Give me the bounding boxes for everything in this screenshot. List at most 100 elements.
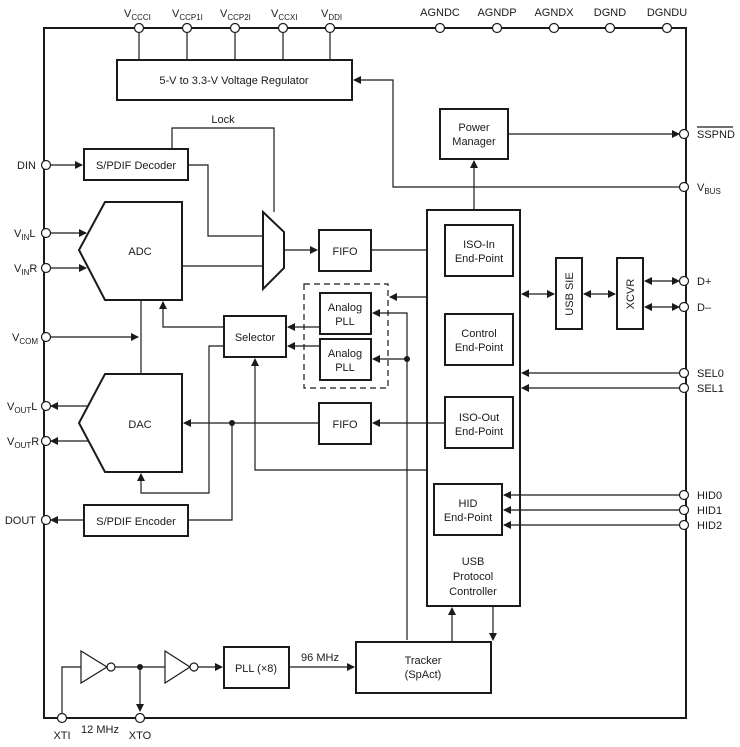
pin-sel0: SEL0 (678, 367, 724, 380)
svg-text:AGNDP: AGNDP (477, 7, 516, 19)
vbus-to-regulator-wire (353, 76, 681, 188)
spdif-decoder-block: S/PDIF Decoder (83, 148, 189, 181)
pin-vccp1i: VCCP1I (172, 8, 203, 60)
pin-din: DIN (17, 159, 52, 172)
pll-x8-block: PLL (×8) (223, 646, 290, 689)
svg-text:Selector: Selector (235, 332, 276, 344)
svg-text:Manager: Manager (452, 136, 496, 148)
pin-vbus: VBUS (678, 181, 721, 196)
svg-text:PLL: PLL (335, 316, 355, 328)
pin-sel1: SEL1 (678, 382, 724, 395)
pin-sspnd: SSPND (678, 126, 735, 141)
svg-text:(SpAct): (SpAct) (405, 669, 442, 681)
svg-text:HID0: HID0 (697, 490, 722, 502)
pin-dgnd: DGND (594, 7, 626, 34)
svg-text:USB SIE: USB SIE (564, 272, 576, 315)
svg-text:VOUTR: VOUTR (7, 436, 39, 450)
svg-text:HID2: HID2 (697, 520, 722, 532)
svg-text:DOUT: DOUT (5, 515, 36, 527)
fifo-in-block: FIFO (318, 229, 372, 272)
svg-text:Controller: Controller (449, 586, 497, 598)
buffer-inverter (164, 649, 192, 685)
svg-text:DGND: DGND (594, 7, 626, 19)
bottom-pins: XTI XTO 12 MHz (53, 712, 152, 742)
svg-text:USB: USB (462, 556, 485, 568)
pin-vinl: VINL (14, 227, 52, 242)
svg-text:End-Point: End-Point (444, 512, 492, 524)
oscillator-inverter (80, 649, 109, 685)
control-endpoint-block: Control End-Point (444, 313, 514, 366)
pin-hid2: HID2 (678, 519, 722, 532)
junction-dot (404, 356, 410, 362)
svg-text:VCCP1I: VCCP1I (172, 8, 203, 22)
svg-text:End-Point: End-Point (455, 253, 503, 265)
svg-text:VBUS: VBUS (697, 182, 721, 196)
iso-in-endpoint-block: ISO-In End-Point (444, 224, 514, 277)
svg-text:5-V to 3.3-V Voltage Regulator: 5-V to 3.3-V Voltage Regulator (159, 75, 309, 87)
pin-xto: XTO (129, 712, 152, 742)
power-manager-block: Power Manager (439, 108, 509, 160)
left-pins: DIN VINL VINR VCOM VOUTL VOUTR DOUT (5, 159, 52, 527)
svg-text:VCOM: VCOM (12, 332, 38, 346)
svg-text:SEL0: SEL0 (697, 368, 724, 380)
pll-freq-label: 96 MHz (301, 652, 339, 664)
selector-to-dac-wire (137, 345, 224, 494)
selector-to-adc-wire (159, 301, 224, 328)
controller-to-selector-wire (251, 358, 427, 471)
svg-text:FIFO: FIFO (332, 246, 357, 258)
power-pins: VCCCI VCCP1I VCCP2I VCCXI VDDI (124, 8, 342, 60)
svg-text:VINL: VINL (14, 228, 35, 242)
svg-text:D–: D– (697, 302, 712, 314)
svg-text:XTI: XTI (53, 730, 70, 742)
svg-text:DGNDU: DGNDU (647, 7, 687, 19)
ground-pins: AGNDC AGNDP AGNDX DGND DGNDU (420, 7, 687, 34)
tracker-block: Tracker (SpAct) (355, 641, 492, 694)
svg-text:ISO-Out: ISO-Out (459, 412, 499, 424)
inverter-bubble (106, 662, 116, 672)
pin-agndc: AGNDC (420, 7, 460, 34)
pin-vcom: VCOM (12, 331, 52, 346)
dac-block: DAC (77, 373, 183, 473)
svg-text:ISO-In: ISO-In (463, 239, 495, 251)
lock-label: Lock (211, 114, 235, 126)
xcvr-block: XCVR (616, 257, 644, 330)
input-mux (262, 209, 285, 292)
adc-block: ADC (77, 201, 183, 301)
svg-text:Tracker: Tracker (405, 655, 442, 667)
svg-text:AGNDC: AGNDC (420, 7, 460, 19)
svg-text:XCVR: XCVR (625, 279, 637, 310)
pin-hid0: HID0 (678, 489, 722, 502)
spdif-encoder-block: S/PDIF Encoder (83, 504, 189, 537)
svg-text:VCCXI: VCCXI (271, 8, 297, 22)
decoder-to-mux-wire (188, 164, 263, 237)
svg-text:HID: HID (459, 498, 478, 510)
svg-text:AGNDX: AGNDX (534, 7, 574, 19)
pin-dminus: D– (678, 301, 712, 314)
svg-text:PLL: PLL (335, 362, 355, 374)
svg-text:VCCP2I: VCCP2I (220, 8, 251, 22)
analog-pll-1-block: Analog PLL (319, 292, 372, 335)
right-pins: SSPND VBUS D+ D– SEL0 SEL1 HID0 HID1 HID… (678, 126, 735, 532)
svg-text:ADC: ADC (128, 246, 151, 258)
svg-text:S/PDIF Encoder: S/PDIF Encoder (96, 516, 176, 528)
pin-voutl: VOUTL (7, 400, 52, 415)
pin-vccp2i: VCCP2I (220, 8, 251, 60)
svg-text:End-Point: End-Point (455, 426, 503, 438)
pin-hid1: HID1 (678, 504, 722, 517)
svg-text:VCCCI: VCCCI (124, 8, 151, 22)
svg-text:PLL (×8): PLL (×8) (235, 663, 277, 675)
usb-sie-block: USB SIE (555, 257, 583, 330)
svg-text:SSPND: SSPND (697, 129, 735, 141)
pin-agndp: AGNDP (477, 7, 517, 34)
svg-text:Analog: Analog (328, 302, 362, 314)
analog-pll-group (303, 283, 389, 389)
pin-vccxi: VCCXI (271, 8, 297, 60)
pin-agndx: AGNDX (534, 7, 574, 34)
pin-vccci: VCCCI (124, 8, 151, 60)
pin-vinr: VINR (14, 262, 52, 277)
fifo-out-block: FIFO (318, 402, 372, 445)
tracker-to-plls-wire (372, 309, 408, 640)
selector-block: Selector (223, 315, 287, 358)
pin-vddi: VDDI (321, 8, 342, 60)
